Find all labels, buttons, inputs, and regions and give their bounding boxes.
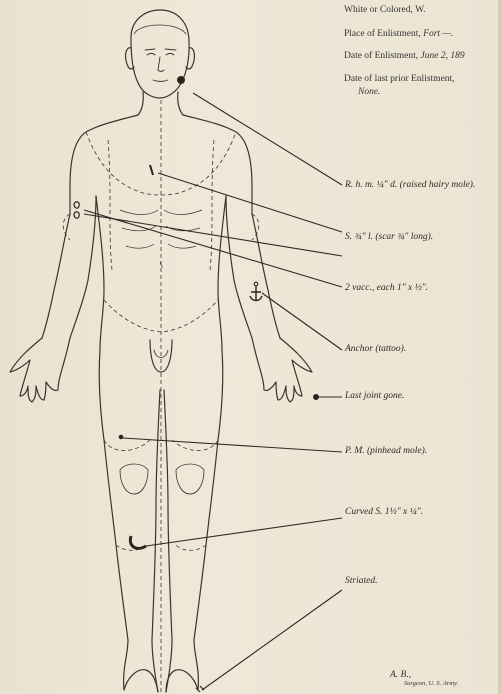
date-value: June 2, 189 [421, 51, 465, 61]
mark-label-scar: S. ¾″ l. (scar ¾″ long). [345, 232, 433, 242]
prior-value: None. [358, 87, 380, 97]
signature-title: Surgeon, U. S. Army. [366, 680, 496, 687]
place-field: Place of Enlistment, Fort —. [344, 29, 453, 39]
place-value: Fort —. [423, 29, 453, 39]
date-field: Date of Enlistment, June 2, 189 [344, 51, 465, 61]
signature-block: A. B., Surgeon, U. S. Army. [366, 670, 496, 687]
mark-label-vacc: 2 vacc., each 1″ x ½″. [345, 283, 428, 293]
prior-field: Date of last prior Enlistment, [344, 74, 455, 84]
signature-name: A. B., [366, 670, 496, 680]
mark-label-curved: Curved S. 1½″ x ¼″. [345, 507, 423, 517]
place-label: Place of Enlistment, [344, 29, 421, 39]
color-value: W. [415, 5, 425, 15]
prior-label: Date of last prior Enlistment, [344, 74, 455, 84]
color-label: White or Colored, [344, 5, 413, 15]
color-field: White or Colored, W. [344, 5, 426, 15]
mole-mark [178, 77, 185, 84]
mark-label-joint: Last joint gone. [345, 391, 404, 401]
mark-label-rhm: R. h. m. ¼″ d. (raised hairy mole). [345, 180, 475, 190]
mark-label-anchor: Anchor (tattoo). [345, 344, 406, 354]
mark-label-striated: Striated. [345, 576, 377, 586]
date-label: Date of Enlistment, [344, 51, 418, 61]
mark-label-pm: P. M. (pinhead mole). [345, 446, 427, 456]
